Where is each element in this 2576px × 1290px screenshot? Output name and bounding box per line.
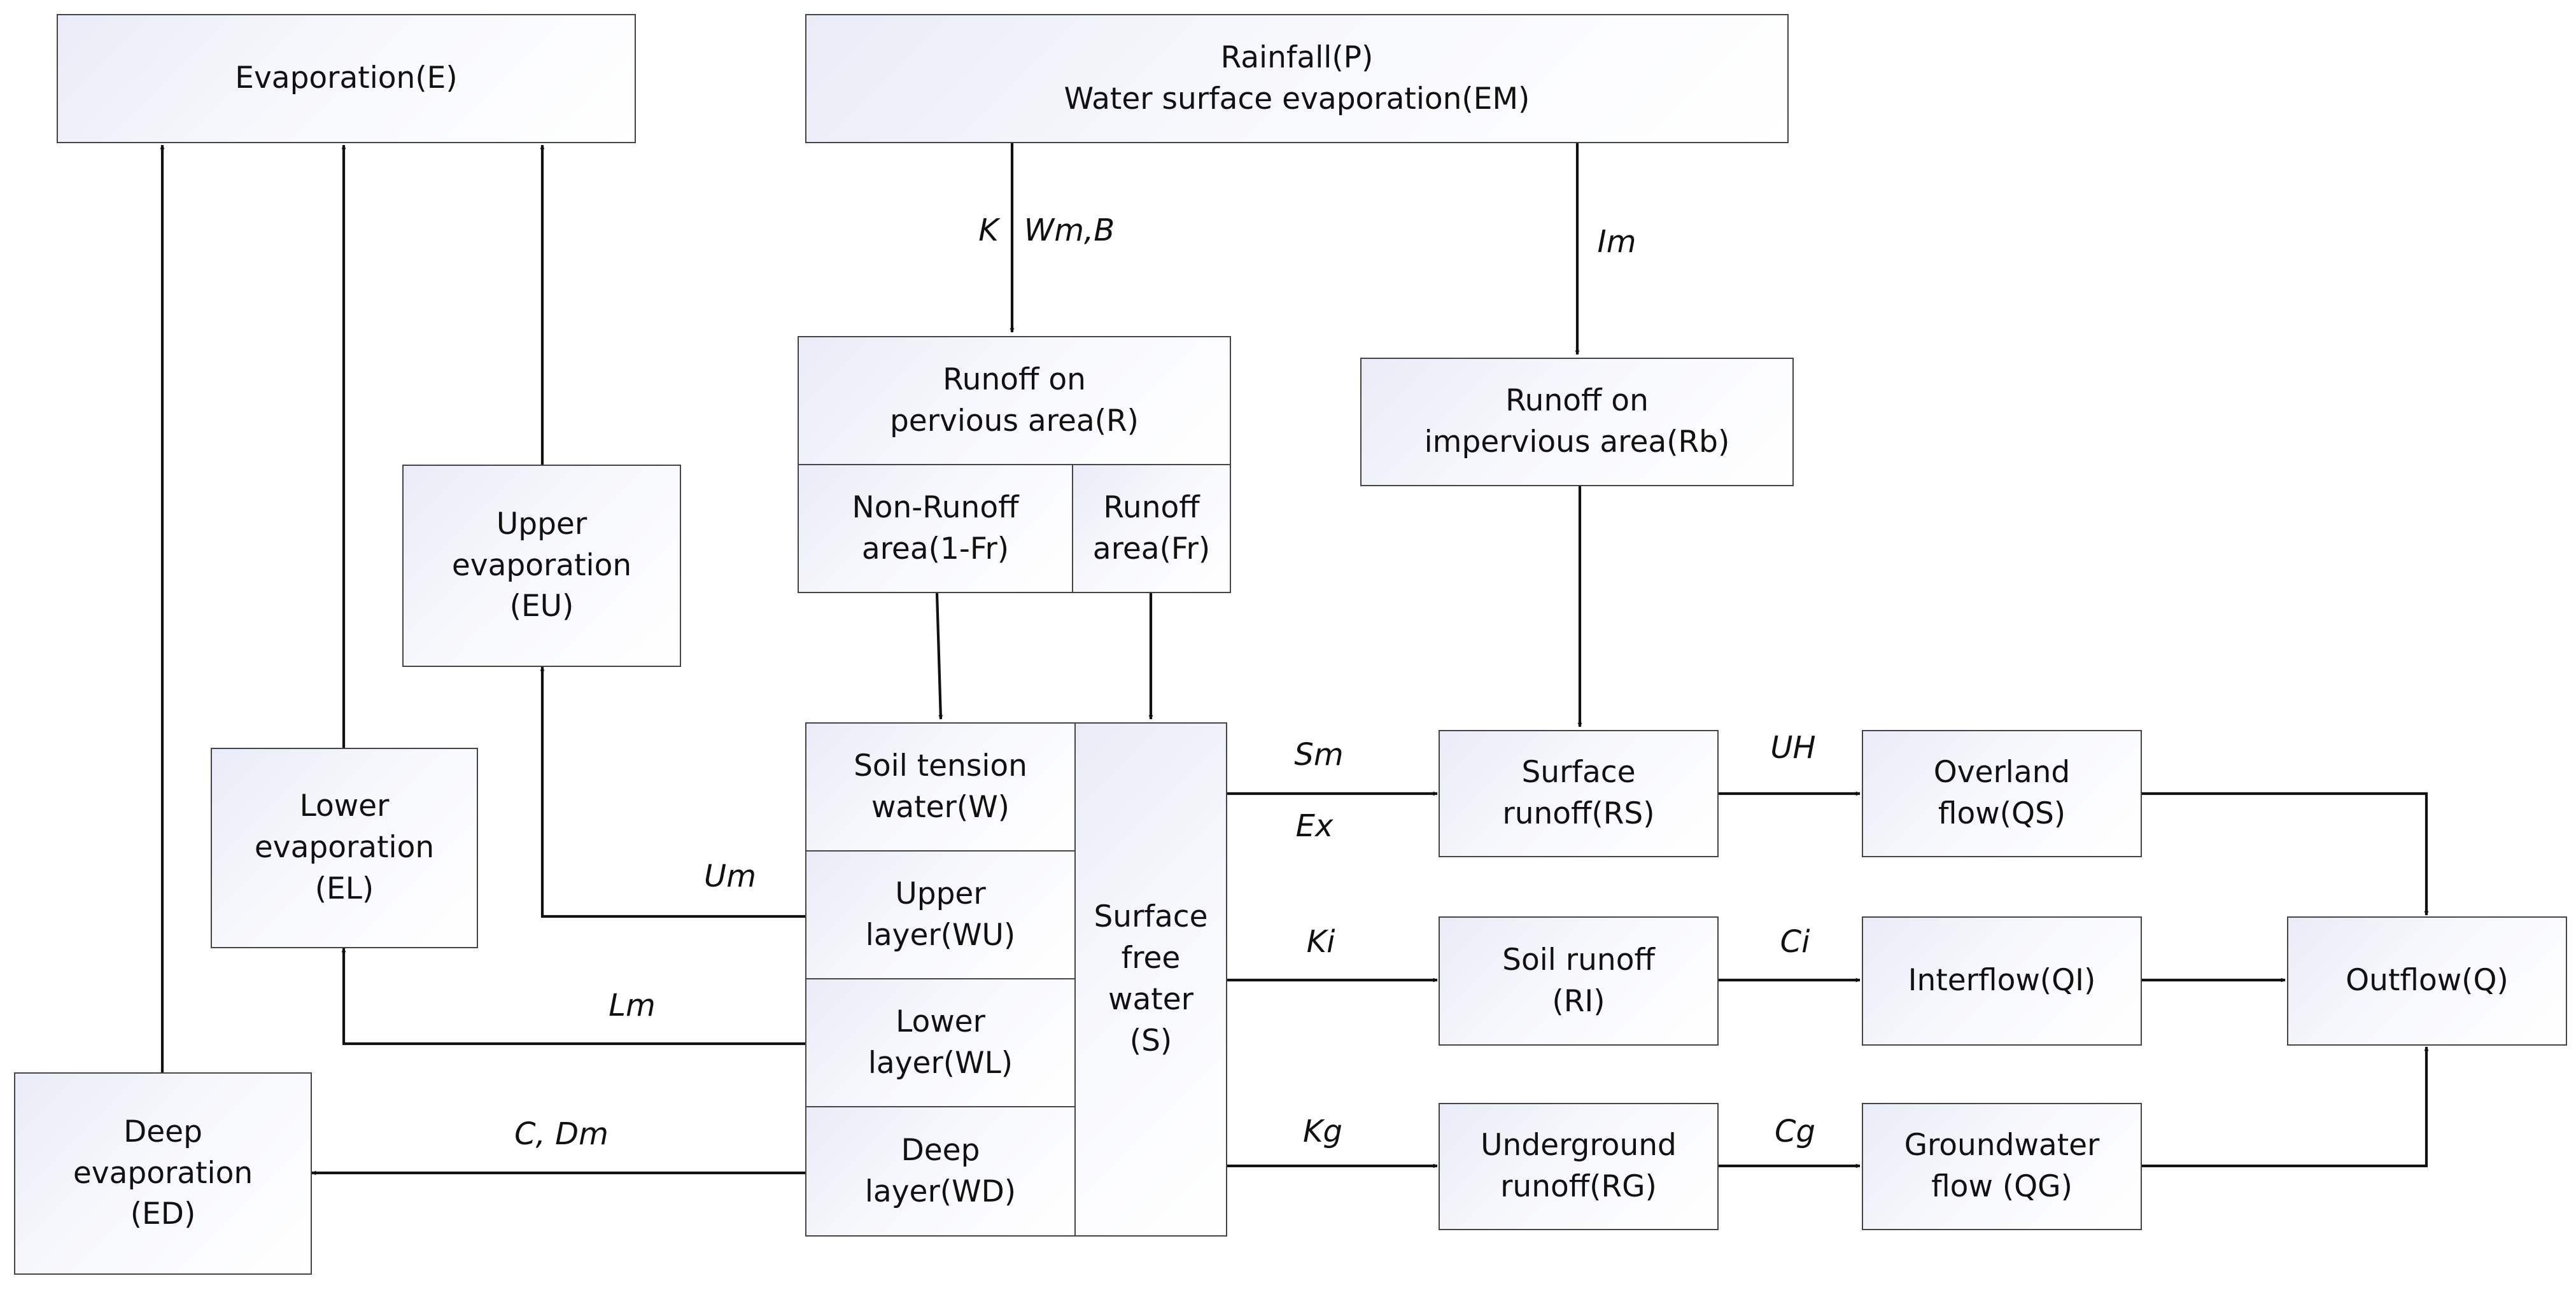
label-sm: Sm [1294, 737, 1344, 773]
edge-lower-layer-to-lower-evap [341, 948, 805, 1046]
label-uh: UH [1770, 730, 1816, 766]
edge-overland-to-outflow [2141, 792, 2429, 916]
overland-flow-box: Overland flow(QS) [1862, 730, 2142, 857]
non-runoff-area-box: Non-Runoff area(1-Fr) [798, 464, 1073, 593]
rainfall-box: Rainfall(P) Water surface evaporation(EM… [805, 14, 1789, 143]
edge-groundwater-to-outflow [2141, 1046, 2429, 1168]
label-lm: Lm [609, 988, 656, 1023]
label-k: K [978, 213, 999, 248]
edge-upper-layer-to-upper-evap [540, 666, 805, 918]
edge-nonrunoff-to-soil [935, 592, 943, 720]
groundwater-flow-box: Groundwater flow (QG) [1862, 1103, 2142, 1230]
deep-layer-box: Deep layer(WD) [805, 1106, 1076, 1237]
surface-runoff-box: Surface runoff(RS) [1439, 730, 1719, 857]
upper-layer-box: Upper layer(WU) [805, 850, 1076, 979]
interflow-box: Interflow(QI) [1862, 916, 2142, 1046]
outflow-box: Outflow(Q) [2287, 916, 2567, 1046]
upper-evaporation-box: Upper evaporation (EU) [402, 465, 681, 667]
label-ex: Ex [1295, 808, 1334, 844]
label-wm-b: Wm,B [1024, 213, 1115, 248]
lower-evaporation-box: Lower evaporation (EL) [211, 748, 478, 948]
runoff-pervious-box: Runoff on pervious area(R) [798, 336, 1231, 465]
runoff-impervious-box: Runoff on impervious area(Rb) [1360, 358, 1794, 486]
label-im: Im [1597, 224, 1636, 260]
lower-layer-box: Lower layer(WL) [805, 978, 1076, 1107]
evaporation-box: Evaporation(E) [57, 14, 636, 143]
soil-runoff-box: Soil runoff (RI) [1439, 916, 1719, 1046]
label-um: Um [704, 859, 756, 894]
surface-free-water-box: Surface free water (S) [1074, 722, 1227, 1237]
label-cg: Cg [1775, 1114, 1815, 1149]
label-ki: Ki [1306, 924, 1335, 960]
label-kg: Kg [1303, 1114, 1342, 1149]
soil-tension-water-box: Soil tension water(W) [805, 722, 1076, 852]
deep-evaporation-box: Deep evaporation (ED) [14, 1072, 312, 1275]
runoff-area-box: Runoff area(Fr) [1072, 464, 1231, 593]
label-ci: Ci [1780, 924, 1810, 960]
label-c-dm: C, Dm [514, 1116, 609, 1152]
underground-runoff-box: Underground runoff(RG) [1439, 1103, 1719, 1230]
